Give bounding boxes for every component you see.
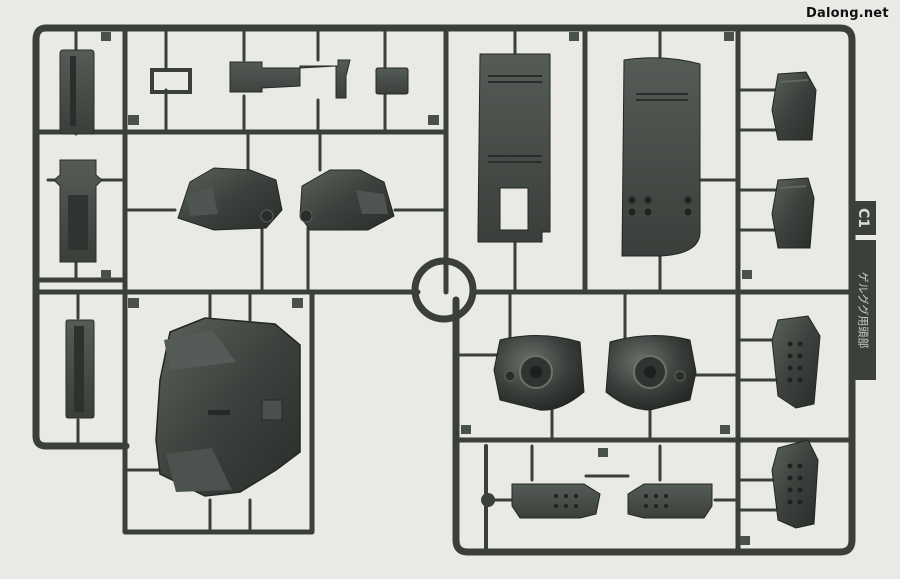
part-long-plate (65, 319, 95, 419)
part-tall-plate-2 (621, 57, 701, 257)
part-vent-lower (771, 439, 819, 529)
part-long-clip (229, 59, 351, 99)
runner-japanese-label: ゲルググ用頭部 (850, 240, 876, 380)
part-plate-top-left (59, 49, 95, 135)
part-small-block (375, 67, 409, 95)
runner-code-label: C1 (850, 201, 876, 235)
part-cowl-2 (771, 177, 815, 249)
part-head-half-right (605, 335, 697, 411)
part-small-frame (150, 68, 192, 94)
part-bottom-vent-left (511, 483, 601, 519)
runner-japanese-text: ゲルググ用頭部 (856, 271, 869, 349)
part-vent-upper (771, 315, 821, 409)
part-armor-left (177, 167, 283, 231)
part-chest-armor (155, 317, 301, 497)
part-small-pin (481, 493, 495, 507)
runner-tabs (101, 32, 752, 545)
runner-code-text: C1 (854, 207, 871, 229)
part-armor-right (299, 169, 395, 231)
watermark-text: Dalong.net (806, 6, 889, 21)
runner-frame (32, 24, 856, 556)
part-cowl-1 (771, 71, 817, 141)
part-bottom-vent-right (627, 483, 713, 519)
part-tall-plate-1 (477, 53, 551, 243)
part-clip-plate (53, 159, 103, 263)
part-head-half-left (493, 335, 585, 411)
